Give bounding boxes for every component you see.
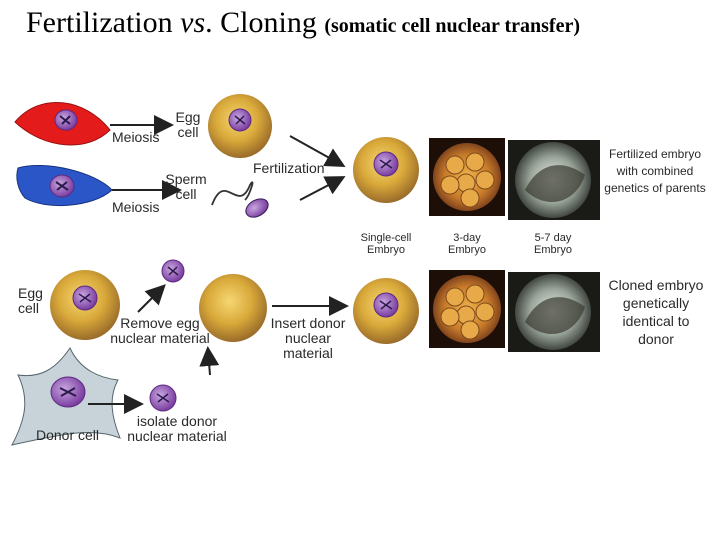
page-title: Fertilization vs. Cloning (somatic cell … [26,6,580,40]
insert-donor-nuclear-label: Insert donor nuclear material [270,315,346,361]
donor-nucleus [149,384,177,412]
title-part-1: Fertilization [26,6,181,39]
meiosis-label-bottom: Meiosis [112,199,160,215]
isolate-donor-nuclear-label: isolate donor nuclear material [127,413,227,444]
donor-cell-label: Donor cell [36,427,100,443]
blastocyst-bottom [508,272,600,352]
sperm-cell-label: Sperm cell [165,171,207,202]
sperm-cell [211,181,269,218]
enucleated-egg [199,274,267,342]
fertilized-embryo-description: Fertilized embryo with combined genetics… [604,147,706,195]
blue-parent-cell [16,165,113,207]
single-cell-embryo-top [353,137,419,203]
egg-cell-label-left: Egg cell [18,285,43,316]
fertilization-label: Fertilization [253,160,325,176]
red-parent-cell [14,102,111,146]
egg-cell-left [50,270,120,340]
single-cell-embryo-bottom [353,278,419,344]
remove-egg-nuclear-label: Remove egg nuclear material [110,315,210,346]
title-vs: vs [180,6,206,39]
meiosis-label-top: Meiosis [112,129,160,145]
cloned-embryo-description: Cloned embryo genetically identical to d… [608,277,704,347]
three-day-embryo-bottom [429,270,505,348]
blastocyst-top [508,140,600,220]
donor-cell [11,346,121,446]
title-subtitle: (somatic cell nuclear transfer) [324,15,580,37]
stage-label-single-cell: Single-cell Embryo [360,232,412,256]
stage-label-3-day: 3-day Embryo [448,232,486,256]
egg-cell-top [208,94,272,158]
egg-cell-label-top: Egg cell [175,109,201,140]
three-day-embryo-top [429,138,505,216]
title-part-3: . Cloning [205,6,325,39]
stage-label-5-7-day: 5-7 day Embryo [534,232,572,256]
removed-nucleus [161,259,185,283]
